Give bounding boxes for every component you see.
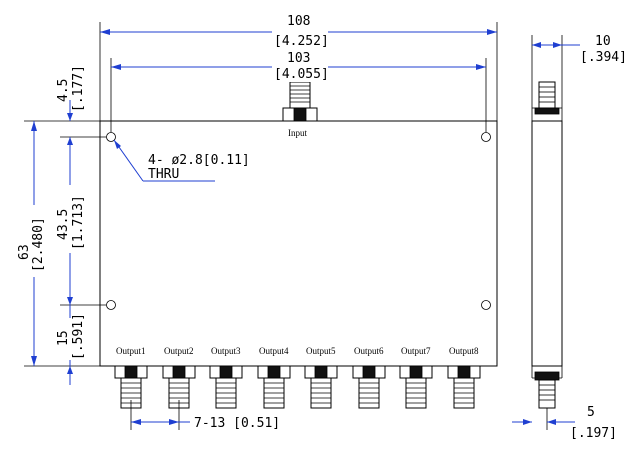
output-connector-3 [209,365,243,409]
dim-43-5-in: [1.713] [71,195,86,250]
mounting-hole-bottom-left [106,300,116,310]
dim-15-mm: 15 [56,330,71,346]
output-connector-6 [352,365,386,409]
dim-15-in: [.591] [71,313,86,360]
output-connector-8 [447,365,481,409]
output-connector-1 [114,365,148,409]
dimension-hole-spacing [110,54,487,132]
output-label-6: Output6 [354,346,384,356]
dim-63-in: [2.480] [31,217,46,272]
dimension-overall-height [16,120,100,367]
dimension-bottom-offset [56,305,86,385]
input-connector [282,81,318,122]
output-label-5: Output5 [306,346,336,356]
output-label-2: Output2 [164,346,194,356]
output-label-3: Output3 [211,346,241,356]
mounting-hole-top-left [106,132,116,142]
side-connector-bottom [534,371,560,409]
dim-103-in: [4.055] [274,67,329,82]
side-connector-top [534,81,560,115]
output-label-8: Output8 [449,346,479,356]
dim-5-in: [.197] [570,426,617,441]
dimension-overall-width [99,12,498,121]
mounting-hole-bottom-right [481,300,491,310]
dim-4-5-in: [.177] [71,65,86,112]
dim-pitch-label: 7-13 [0.51] [194,416,280,431]
dim-10-in: [.394] [580,50,627,65]
divider-body-side [531,120,563,367]
dim-103-mm: 103 [287,51,310,66]
output-connector-5 [304,365,338,409]
divider-body-front [99,120,498,367]
output-connector-2 [162,365,196,409]
dimension-connector-pitch [130,400,190,430]
hole-callout-line2: THRU [148,167,179,182]
dim-108-mm: 108 [287,14,310,29]
dim-5-mm: 5 [587,405,595,420]
hole-callout-leader [113,139,215,182]
output-label-1: Output1 [116,346,146,356]
output-connector-7 [399,365,433,409]
output-connector-4 [257,365,291,409]
hole-callout-line1: 4- ø2.8[0.11] [148,153,250,168]
dim-43-5-mm: 43.5 [56,209,71,240]
output-label-4: Output4 [259,346,289,356]
dimension-side-thickness [531,35,580,108]
mounting-hole-top-right [481,132,491,142]
dimension-side-offset [512,408,575,430]
dim-4-5-mm: 4.5 [56,79,71,102]
input-label: Input [288,128,307,138]
dim-108-in: [4.252] [274,34,329,49]
output-label-7: Output7 [401,346,431,356]
dimension-hole-vertical [56,137,106,306]
dim-63-mm: 63 [17,244,32,260]
dim-10-mm: 10 [595,34,611,49]
